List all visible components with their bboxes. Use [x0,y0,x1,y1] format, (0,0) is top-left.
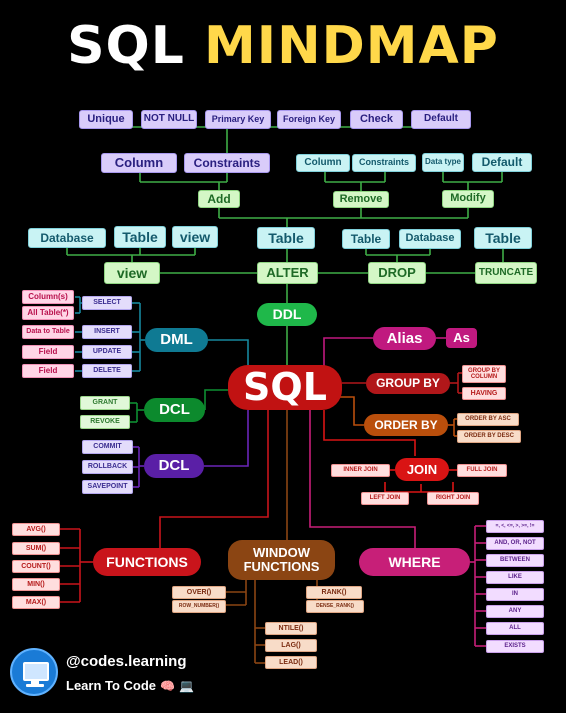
dml-select: SELECT [82,296,132,310]
title-word-sql: SQL [67,16,185,76]
dml-detail-field-update: Field [22,345,74,359]
tcl-rollback: ROLLBACK [82,460,133,474]
where-like: LIKE [486,571,544,584]
brand-handle: @codes.learning [66,653,187,670]
where-in: IN [486,588,544,601]
join-node: JOIN [395,458,449,481]
dml-detail-data-to-table: Data to Table [22,325,74,339]
group-by-node: GROUP BY [366,373,450,394]
constraint-foreign-key: Foreign Key [277,110,341,129]
order-by-desc: ORDER BY DESC [457,430,521,443]
view-database: Database [28,228,106,248]
sql-center-node: SQL [228,365,342,410]
order-by-asc: ORDER BY ASC [457,413,519,426]
window-lead: LEAD() [265,656,317,669]
remove-constraints: Constraints [352,154,416,172]
constraint-check: Check [350,110,403,129]
window-ntile: NTILE() [265,622,317,635]
where-node: WHERE [359,548,470,576]
fn-min: MIN() [12,578,60,591]
laptop-icon: 💻 [179,678,194,693]
full-join: FULL JOIN [457,464,507,477]
drop-node: DROP [368,262,426,284]
group-by-having: HAVING [462,387,506,400]
alter-remove: Remove [333,191,389,208]
alias-node: Alias [373,327,436,350]
truncate-node: TRUNCATE [475,262,537,284]
dml-detail-field-delete: Field [22,364,74,378]
computer-icon [10,648,58,696]
dml-detail-all-table: All Table(*) [22,306,74,320]
fn-max: MAX() [12,596,60,609]
truncate-table: Table [474,227,532,249]
where-between: BETWEEN [486,554,544,567]
window-rank: RANK() [306,586,362,599]
constraint-primary-key: Primary Key [205,110,271,129]
fn-sum: SUM() [12,542,60,555]
alter-modify: Modify [442,190,494,208]
left-join: LEFT JOIN [361,492,409,505]
dml-update: UPDATE [82,345,132,359]
ddl-node: DDL [257,303,317,326]
title-word-mindmap: MINDMAP [204,16,499,76]
order-by-node: ORDER BY [364,414,448,436]
view-table: Table [114,226,166,248]
dml-insert: INSERT [82,325,132,339]
window-row-number: ROW_NUMBER() [172,600,226,613]
inner-join: INNER JOIN [331,464,390,477]
constraint-not-null: NOT NULL [141,110,197,129]
tcl-node: DCL [144,454,204,478]
dml-detail-columns: Column(s) [22,290,74,304]
page-title: SQL MINDMAP [0,14,566,78]
window-over: OVER() [172,586,226,599]
fn-count: COUNT() [12,560,60,573]
alter-node: ALTER [257,262,318,284]
window-dense-rank: DENSE_RANK() [306,600,364,613]
dcl-node: DCL [144,398,205,422]
alter-table: Table [257,227,315,249]
constraint-unique: Unique [79,110,133,129]
dcl-grant: GRANT [80,396,130,410]
where-all: ALL [486,622,544,635]
right-join: RIGHT JOIN [427,492,479,505]
alias-as: As [446,328,477,348]
where-exists: EXISTS [486,640,544,653]
functions-node: FUNCTIONS [93,548,201,576]
view-view: view [172,226,218,248]
dml-delete: DELETE [82,364,132,378]
where-any: ANY [486,605,544,618]
alter-add: Add [198,190,240,208]
modify-data-type: Data type [422,153,464,172]
modify-default: Default [472,153,532,172]
tagline-text: Learn To Code [66,678,157,693]
brand-tagline: Learn To Code 🧠 💻 [66,678,194,693]
tcl-commit: COMMIT [82,440,133,454]
group-by-column: GROUP BY COLUMN [462,365,506,383]
constraint-default: Default [411,110,471,129]
view-node: view [104,262,160,284]
where-comparison-ops: =, <, <=, >, >=, != [486,520,544,533]
drop-table: Table [342,229,390,249]
dml-node: DML [145,328,208,352]
add-constraints: Constraints [184,153,270,173]
dcl-revoke: REVOKE [80,415,130,429]
remove-column: Column [296,154,350,172]
where-logical-ops: AND, OR, NOT [486,537,544,550]
window-lag: LAG() [265,639,317,652]
brain-icon: 🧠 [160,678,175,693]
tcl-savepoint: SAVEPOINT [82,480,133,494]
drop-database: Database [399,229,461,249]
fn-avg: AVG() [12,523,60,536]
add-column: Column [101,153,177,173]
